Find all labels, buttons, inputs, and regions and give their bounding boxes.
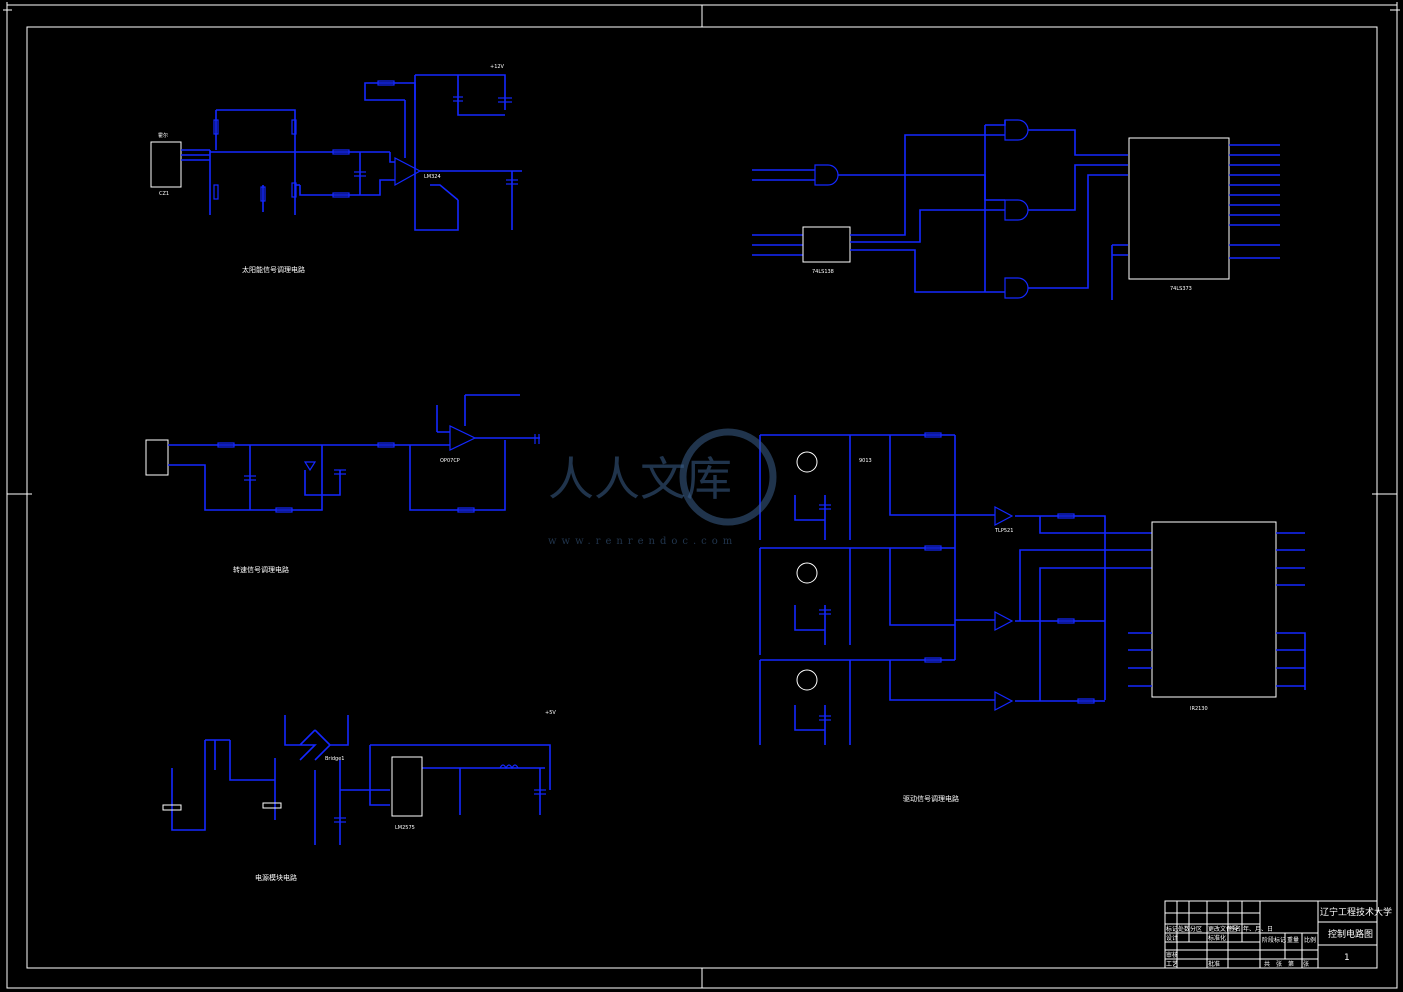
regulator-label: LM2575 bbox=[395, 825, 415, 831]
speed-signal-circuit: OP07CP 转速信号调理电路 bbox=[145, 394, 540, 574]
opamp-top-label: LM324 bbox=[424, 174, 441, 180]
tb-change-doc: 更改文件号 bbox=[1208, 925, 1238, 933]
tb-mark: 标记 bbox=[1166, 925, 1178, 933]
solar-signal-circuit: 霍尔 CZ1 LM324 +12V 太阳能信号调理电路 bbox=[150, 64, 522, 274]
sensor-label: 霍尔 bbox=[158, 132, 168, 139]
logic-decoder-circuit: 74LS138 74LS373 bbox=[752, 119, 1280, 300]
tb-stage: 阶段标记 bbox=[1262, 936, 1286, 944]
watermark-url: www.renrendoc.com bbox=[548, 536, 737, 547]
transistor-label: 9013 bbox=[859, 458, 872, 464]
drive-circuit-title: 驱动信号调理电路 bbox=[903, 794, 959, 803]
school-name: 辽宁工程技术大学 bbox=[1320, 906, 1392, 918]
tb-no: 第 bbox=[1288, 960, 1294, 968]
tb-review: 审核 bbox=[1166, 951, 1178, 959]
title-block: 标记 处数 分区 更改文件号 签名 年、月、日 设计 标准化 阶段标记 重量 比… bbox=[1164, 900, 1392, 969]
power-circuit-title: 电源模块电路 bbox=[255, 873, 297, 882]
drive-signal-circuit: 9013 IR2130 TLP521 驱动信号调理电路 bbox=[759, 432, 1306, 803]
tb-date: 年、月、日 bbox=[1243, 925, 1273, 933]
power-supply-circuit: Bridge1 LM2575 +5V 电源模块电路 bbox=[162, 710, 556, 882]
watermark-brand: 人人文库 bbox=[548, 452, 732, 506]
opamp-mid-label: OP07CP bbox=[440, 458, 460, 464]
tb-weight: 重量 bbox=[1287, 936, 1299, 944]
tb-approve: 批准 bbox=[1208, 960, 1220, 968]
plus12-label: +12V bbox=[490, 64, 505, 70]
tb-standard: 标准化 bbox=[1208, 934, 1226, 942]
driver-chip-label: TLP521 bbox=[994, 528, 1013, 534]
plus5-label: +5V bbox=[545, 710, 556, 716]
tb-design: 设计 bbox=[1166, 934, 1178, 942]
tb-total: 共 bbox=[1264, 960, 1270, 968]
bridge-label: Bridge1 bbox=[325, 756, 344, 762]
tb-scale: 比例 bbox=[1304, 936, 1316, 944]
latch-chip-label: 74LS373 bbox=[1170, 286, 1192, 292]
tb-sheets: 张 bbox=[1276, 960, 1282, 968]
solar-circuit-title: 太阳能信号调理电路 bbox=[242, 265, 305, 274]
decoder-label: 74LS138 bbox=[812, 269, 834, 275]
speed-circuit-title: 转速信号调理电路 bbox=[233, 565, 289, 574]
driver-ic-label: IR2130 bbox=[1190, 706, 1208, 712]
tb-zone: 分区 bbox=[1190, 925, 1202, 933]
tb-process: 工艺 bbox=[1166, 960, 1178, 968]
connector-label: CZ1 bbox=[159, 191, 169, 197]
tb-count: 处数 bbox=[1178, 925, 1190, 933]
sheet-number: 1 bbox=[1344, 953, 1350, 963]
drawing-name: 控制电路图 bbox=[1328, 928, 1373, 940]
tb-sheet: 张 bbox=[1303, 960, 1309, 968]
watermark: 人人文库 www.renrendoc.com bbox=[548, 428, 777, 547]
tb-signature: 签名 bbox=[1229, 925, 1241, 933]
drawing-frame bbox=[3, 2, 1400, 989]
